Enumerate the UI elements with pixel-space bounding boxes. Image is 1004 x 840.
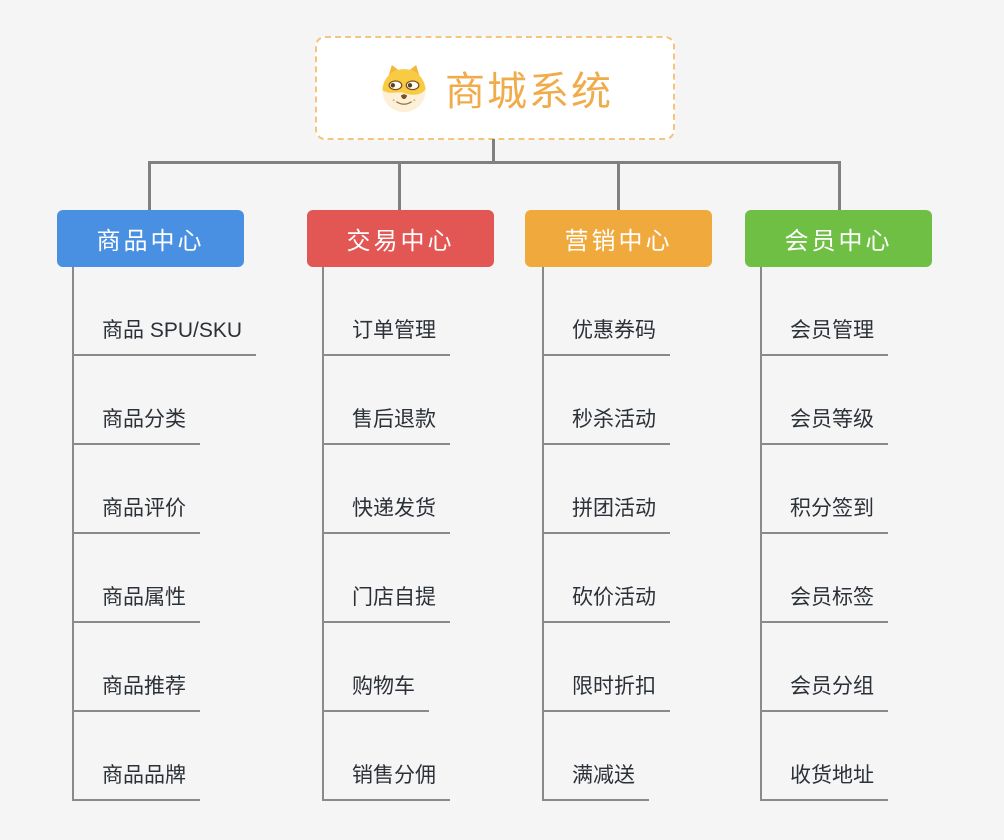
branch-drop-line <box>398 161 401 210</box>
leaf-item[interactable]: 积分签到 <box>760 492 888 534</box>
leaf-item[interactable]: 快递发货 <box>322 492 450 534</box>
leaf-item[interactable]: 商品评价 <box>72 492 200 534</box>
branch-member-center[interactable]: 会员中心 <box>745 210 932 267</box>
branch-drop-line <box>838 161 841 210</box>
root-connector <box>492 139 495 164</box>
leaf-item[interactable]: 会员等级 <box>760 403 888 445</box>
doge-icon <box>382 65 426 113</box>
leaf-item[interactable]: 限时折扣 <box>542 670 670 712</box>
leaf-item[interactable]: 销售分佣 <box>322 759 450 801</box>
branch-trade-center[interactable]: 交易中心 <box>307 210 494 267</box>
leaf-item[interactable]: 会员分组 <box>760 670 888 712</box>
leaf-item[interactable]: 优惠券码 <box>542 314 670 356</box>
leaf-item[interactable]: 会员管理 <box>760 314 888 356</box>
branch-bus-line <box>149 161 841 164</box>
leaf-item[interactable]: 商品属性 <box>72 581 200 623</box>
leaf-item[interactable]: 售后退款 <box>322 403 450 445</box>
branch-drop-line <box>148 161 151 210</box>
leaf-item[interactable]: 会员标签 <box>760 581 888 623</box>
branch-drop-line <box>617 161 620 210</box>
leaf-item[interactable]: 拼团活动 <box>542 492 670 534</box>
root-title: 商城系统 <box>445 70 613 114</box>
leaf-item[interactable]: 砍价活动 <box>542 581 670 623</box>
branch-marketing-center[interactable]: 营销中心 <box>525 210 712 267</box>
leaf-item[interactable]: 商品分类 <box>72 403 200 445</box>
leaf-item[interactable]: 购物车 <box>322 670 429 712</box>
leaf-item[interactable]: 满减送 <box>542 759 649 801</box>
leaf-item[interactable]: 商品推荐 <box>72 670 200 712</box>
leaf-item[interactable]: 商品 SPU/SKU <box>72 314 257 356</box>
root-node[interactable]: 商城系统 <box>315 36 675 140</box>
leaf-item[interactable]: 秒杀活动 <box>542 403 670 445</box>
leaf-item[interactable]: 收货地址 <box>760 759 888 801</box>
leaf-item[interactable]: 订单管理 <box>322 314 450 356</box>
leaf-item[interactable]: 门店自提 <box>322 581 450 623</box>
branch-product-center[interactable]: 商品中心 <box>57 210 244 267</box>
leaf-item[interactable]: 商品品牌 <box>72 759 200 801</box>
